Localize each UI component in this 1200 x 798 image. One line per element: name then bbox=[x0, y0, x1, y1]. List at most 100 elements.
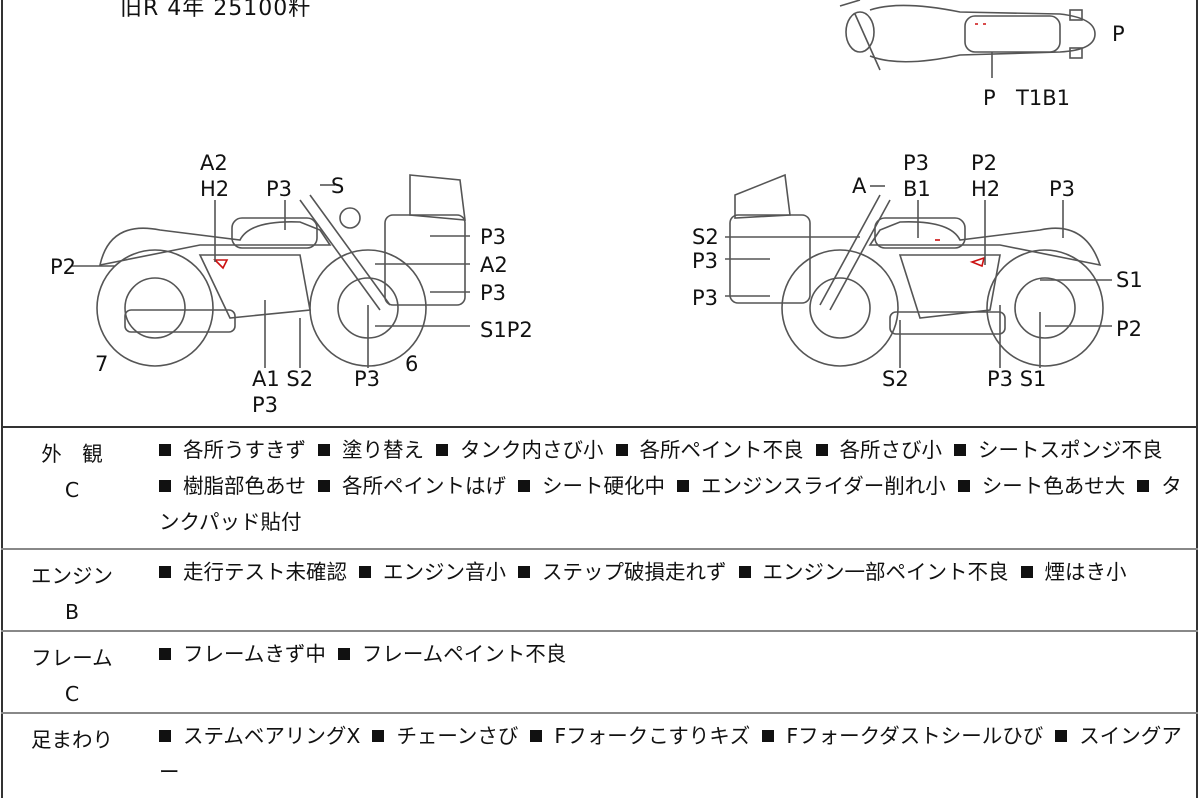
condition-item: Fフォークこすりキズ bbox=[554, 724, 751, 748]
condition-row: 外 観 C 各所うすきず 塗り替え タンク内さび小 各所ペイント不良 各所さび小 シートスポン… bbox=[2, 428, 1197, 549]
condition-item: 各所ペイントはげ bbox=[342, 474, 506, 498]
bullet-square-icon bbox=[359, 566, 371, 578]
condition-item: フレームきず中 bbox=[183, 642, 326, 666]
condition-item: シート硬化中 bbox=[542, 474, 665, 498]
top-view-bike bbox=[839, 0, 1096, 78]
label-tank-b1: B1 bbox=[903, 177, 931, 201]
condition-item: 煙はき小 bbox=[1044, 560, 1127, 584]
condition-item: 樹脂部色あせ bbox=[183, 474, 306, 498]
label-bag-bottom: P3 bbox=[480, 281, 507, 305]
bullet-square-icon bbox=[1055, 730, 1068, 742]
label-rear-number: 7 bbox=[95, 352, 109, 376]
label-rear-wheel-r: P2 bbox=[1116, 317, 1143, 341]
bullet-square-icon bbox=[815, 444, 828, 456]
category-name: 足まわり bbox=[31, 728, 113, 752]
label-lever: A bbox=[852, 174, 867, 198]
category-cell: 外 観 C bbox=[2, 428, 141, 549]
category-cell: 足まわり bbox=[2, 712, 141, 798]
bullet-square-icon bbox=[1020, 566, 1033, 578]
bullet-square-icon bbox=[159, 480, 171, 492]
category-grade: C bbox=[64, 682, 80, 706]
items-cell: フレームきず中 フレームペイント不良 bbox=[141, 630, 1197, 713]
condition-row: エンジン B 走行テスト未確認 エンジン音小 ステップ破損走れず エンジン一部ペイント不良… bbox=[2, 548, 1197, 631]
items-cell: 走行テスト未確認 エンジン音小 ステップ破損走れず エンジン一部ペイント不良 煙はき小 bbox=[141, 548, 1197, 631]
label-exhaust: S2 bbox=[882, 367, 909, 391]
bullet-square-icon bbox=[159, 444, 171, 456]
bullet-square-icon bbox=[954, 444, 966, 456]
label-fork: A2 bbox=[480, 253, 508, 277]
label-top-right: P bbox=[1112, 22, 1125, 46]
category-grade: C bbox=[64, 478, 80, 502]
bullet-square-icon bbox=[677, 480, 689, 492]
label-bag-top-r: S2 bbox=[692, 225, 719, 249]
label-shock: S1 bbox=[1116, 268, 1143, 292]
category-name: 外 観 bbox=[41, 442, 103, 466]
category-grade: B bbox=[64, 600, 80, 624]
bullet-square-icon bbox=[518, 480, 530, 492]
category-name: フレーム bbox=[31, 646, 113, 670]
condition-item: フレームペイント不良 bbox=[361, 642, 567, 666]
label-tank-p3: P3 bbox=[903, 151, 930, 175]
bullet-square-icon bbox=[436, 444, 448, 456]
label-front-number: 6 bbox=[405, 352, 419, 376]
condition-item: 各所ペイント不良 bbox=[639, 438, 804, 462]
condition-item: 塗り替え bbox=[342, 438, 424, 462]
condition-item: エンジン一部ペイント不良 bbox=[762, 560, 1009, 584]
bullet-square-icon bbox=[372, 730, 385, 742]
label-rear-fender: P2 bbox=[50, 255, 77, 279]
condition-item: 各所さび小 bbox=[839, 438, 943, 462]
bullet-square-icon bbox=[159, 648, 171, 660]
label-h2: H2 bbox=[200, 177, 230, 201]
bullet-square-icon bbox=[615, 444, 628, 456]
condition-item: ステムベアリングX bbox=[183, 724, 361, 748]
label-side-p2: P2 bbox=[971, 151, 998, 175]
motorcycle-diagrams bbox=[72, 0, 1112, 368]
bullet-square-icon bbox=[518, 566, 530, 578]
label-engine: A1 S2 bbox=[252, 367, 314, 391]
condition-item: 各所うすきず bbox=[183, 438, 306, 462]
condition-item: タンクパッド貼付 bbox=[159, 474, 1182, 534]
label-front-lower: P3 bbox=[354, 367, 381, 391]
condition-item: Fフォークダストシールひび bbox=[786, 724, 1044, 748]
bullet-square-icon bbox=[957, 480, 970, 492]
bullet-square-icon bbox=[762, 730, 775, 742]
label-mirror: S bbox=[331, 174, 345, 198]
bullet-square-icon bbox=[159, 730, 171, 742]
condition-item: エンジンスライダー削れ小 bbox=[701, 474, 946, 498]
label-top-bottom: P bbox=[983, 86, 996, 110]
label-tank: P3 bbox=[266, 177, 293, 201]
condition-item: ステップ破損走れず bbox=[542, 560, 727, 584]
condition-row: 足まわり ステムベアリングX チェーンさび Fフォークこすりキズ Fフォークダストシール… bbox=[2, 712, 1197, 798]
category-cell: フレーム C bbox=[2, 630, 141, 713]
condition-row: フレーム C フレームきず中 フレームペイント不良 bbox=[2, 630, 1197, 713]
label-bag-top: P3 bbox=[480, 225, 507, 249]
label-bottom: P3 S1 bbox=[987, 367, 1047, 391]
label-bag-mid-r: P3 bbox=[692, 249, 719, 273]
condition-item: タンク内さび小 bbox=[460, 438, 604, 462]
condition-item: シートスポンジ不良 bbox=[978, 438, 1163, 462]
items-cell: 各所うすきず 塗り替え タンク内さび小 各所ペイント不良 各所さび小 シートスポンジ不良樹… bbox=[141, 428, 1197, 549]
condition-item: チェーンさび bbox=[396, 724, 519, 748]
label-side-h2: H2 bbox=[971, 177, 1001, 201]
bullet-square-icon bbox=[318, 444, 330, 456]
condition-item: 走行テスト未確認 bbox=[183, 560, 347, 584]
left-side-bike bbox=[72, 174, 470, 368]
bullet-square-icon bbox=[159, 566, 171, 578]
right-side-bike bbox=[725, 173, 1112, 368]
bullet-square-icon bbox=[337, 648, 350, 660]
label-top-center: T1B1 bbox=[1016, 86, 1070, 110]
category-name: エンジン bbox=[31, 564, 113, 588]
vehicle-summary: 旧R 4年 25100粁 bbox=[120, 0, 312, 21]
label-seat: P3 bbox=[1049, 177, 1076, 201]
bullet-square-icon bbox=[738, 566, 751, 578]
label-engine-2: P3 bbox=[252, 393, 279, 417]
label-bag-low-r: P3 bbox=[692, 286, 719, 310]
diagram-frame bbox=[1, 0, 1198, 428]
label-a2: A2 bbox=[200, 151, 228, 175]
category-cell: エンジン B bbox=[2, 548, 141, 631]
condition-item: エンジン音小 bbox=[383, 560, 506, 584]
bullet-square-icon bbox=[1137, 480, 1150, 492]
condition-item: シート色あせ大 bbox=[981, 474, 1126, 498]
bullet-square-icon bbox=[318, 480, 330, 492]
